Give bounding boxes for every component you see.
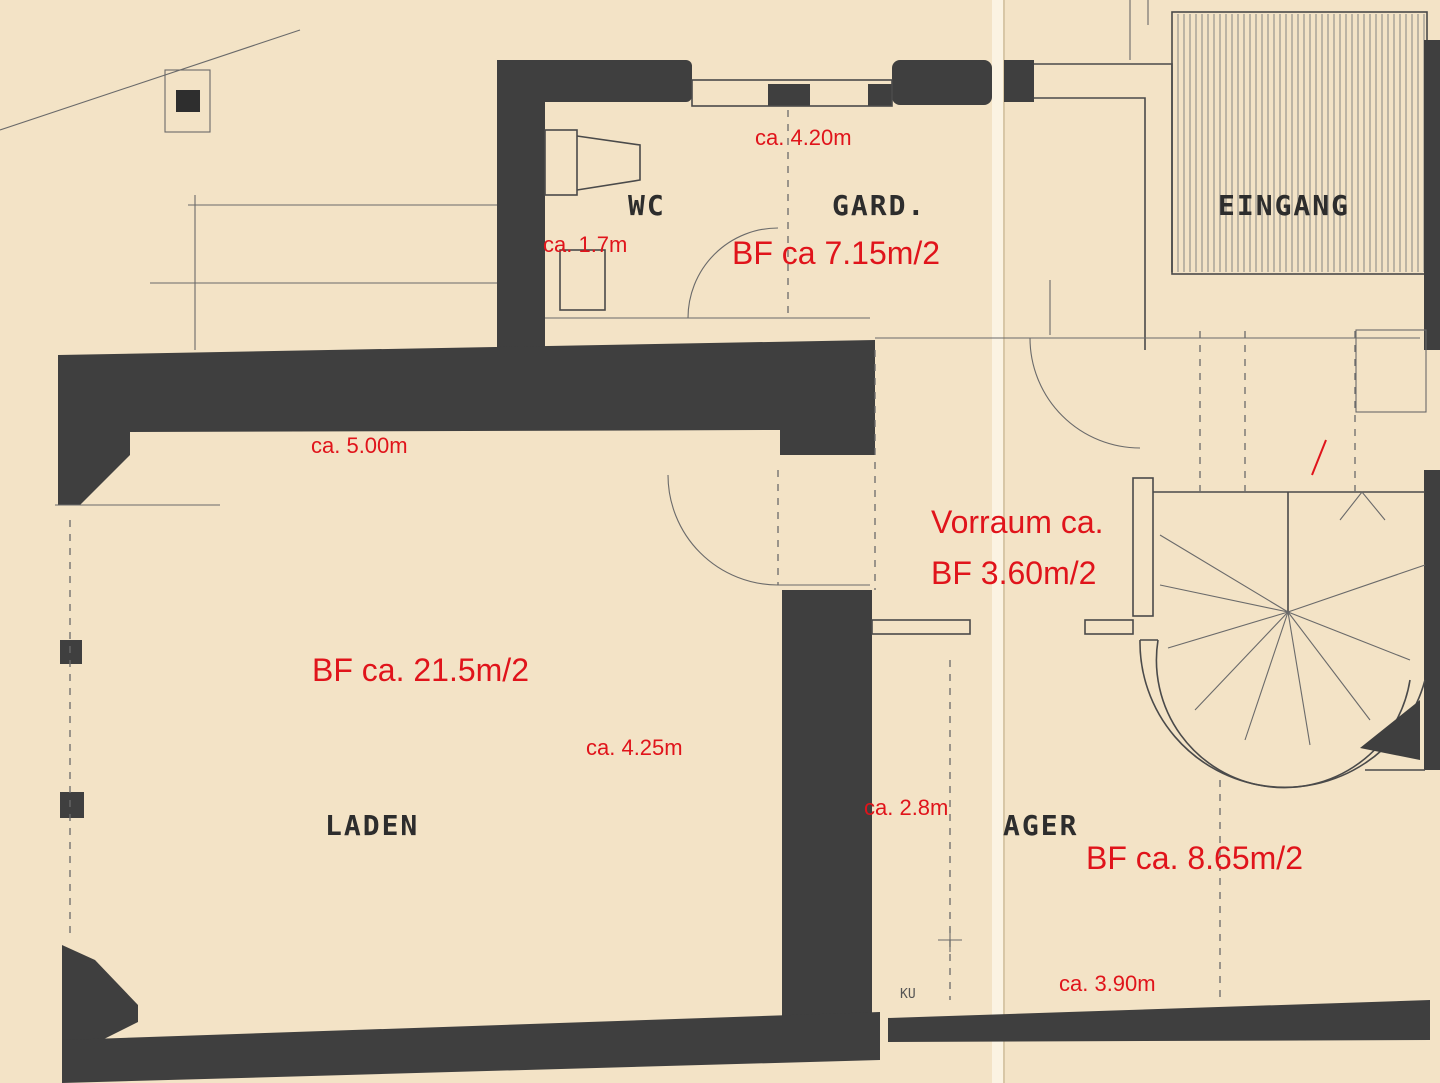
- spiral-stair: [1132, 330, 1426, 789]
- entrance-stairs: [1171, 11, 1428, 275]
- room-label-lager: AGER: [1003, 809, 1078, 842]
- wall-bottom-right: [888, 1000, 1430, 1042]
- annotation-vorraum-title: Vorraum ca.: [931, 504, 1104, 540]
- window-marker: [60, 640, 82, 664]
- annotation-vorraum-area: BF 3.60m/2: [931, 555, 1096, 591]
- stair-landing: [1355, 329, 1427, 413]
- eingang-frame-inner: [1034, 97, 1146, 350]
- stair-hatching: [1177, 14, 1425, 272]
- walls-top: [497, 60, 1034, 360]
- walls-laden: [58, 340, 880, 1083]
- door-swing-vorraum: [1029, 337, 1141, 449]
- wall-stub: [1084, 619, 1134, 635]
- door-swing: [687, 227, 779, 319]
- window-marker: [60, 792, 84, 818]
- wc-fixtures: [544, 129, 641, 311]
- annotation-area-laden: BF ca. 21.5m/2: [312, 652, 529, 688]
- room-label-eingang: EINGANG: [1218, 189, 1350, 222]
- wall-right-low: [1424, 470, 1440, 770]
- annotation-area-lager: BF ca. 8.65m/2: [1086, 840, 1303, 876]
- annotation-width-lager: ca. 3.90m: [1059, 971, 1156, 996]
- wall-stub-bottom: [1360, 700, 1420, 760]
- site-line: [0, 29, 301, 131]
- window-frame: [691, 79, 893, 107]
- annotation-width-wc-gard: ca. 4.20m: [755, 125, 852, 150]
- wall-stub: [871, 619, 971, 635]
- room-label-wc: WC: [628, 189, 666, 222]
- paper-fold: [992, 0, 1004, 1083]
- annotation-depth-laden: ca. 4.25m: [586, 735, 683, 760]
- eingang-frame: [1034, 63, 1173, 272]
- wall-right: [1424, 40, 1440, 350]
- annotation-width-laden: ca. 5.00m: [311, 433, 408, 458]
- room-label-gard: GARD.: [832, 189, 926, 222]
- room-label-laden: LADEN: [325, 809, 419, 842]
- wall-note: KU: [900, 987, 916, 1002]
- annotation-depth-lager: ca. 2.8m: [864, 795, 948, 820]
- annotation-area-wc-gard: BF ca 7.15m/2: [732, 235, 940, 271]
- door-swing-laden: [667, 474, 779, 586]
- annotation-tick: [1311, 439, 1327, 476]
- annotation-width-wc: ca. 1.7m: [543, 232, 627, 257]
- column-marker: [164, 69, 211, 133]
